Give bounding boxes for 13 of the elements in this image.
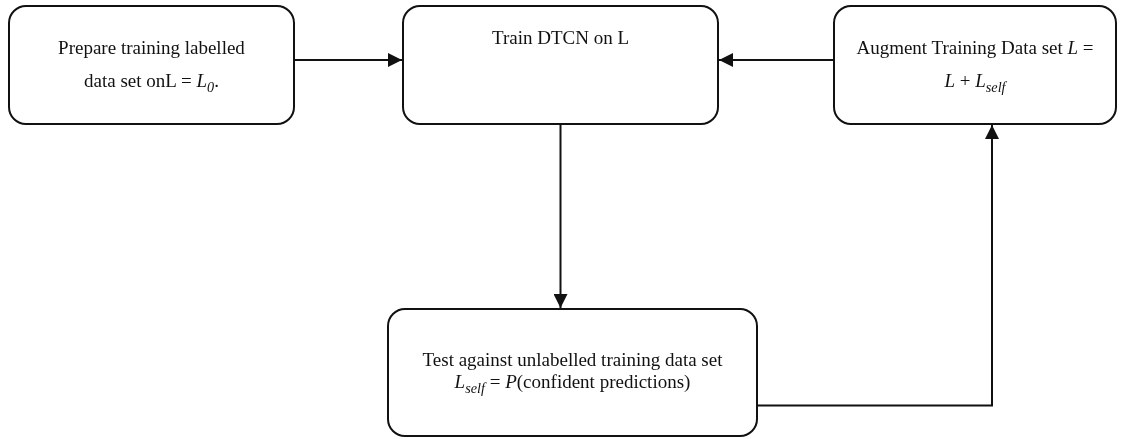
process-box: [8, 5, 295, 125]
process-box: [833, 5, 1117, 125]
process-box: [387, 308, 758, 437]
arrow: [553, 124, 568, 309]
box-text: Train DTCN on L: [491, 26, 630, 50]
box-text: Test against unlabelled training data set: [422, 349, 723, 371]
box-text: Augment Training Data set L = L + L$_{self}$: [855, 35, 1095, 97]
process-box: [402, 5, 719, 125]
arrow: [718, 53, 834, 67]
arrow: [294, 53, 403, 67]
box-text: L$_{self}$ = P(confident predictions): [454, 370, 691, 396]
arrow: [757, 124, 999, 407]
box-text: Prepare training labelled data set onL = L$_{0}$.: [57, 35, 246, 97]
